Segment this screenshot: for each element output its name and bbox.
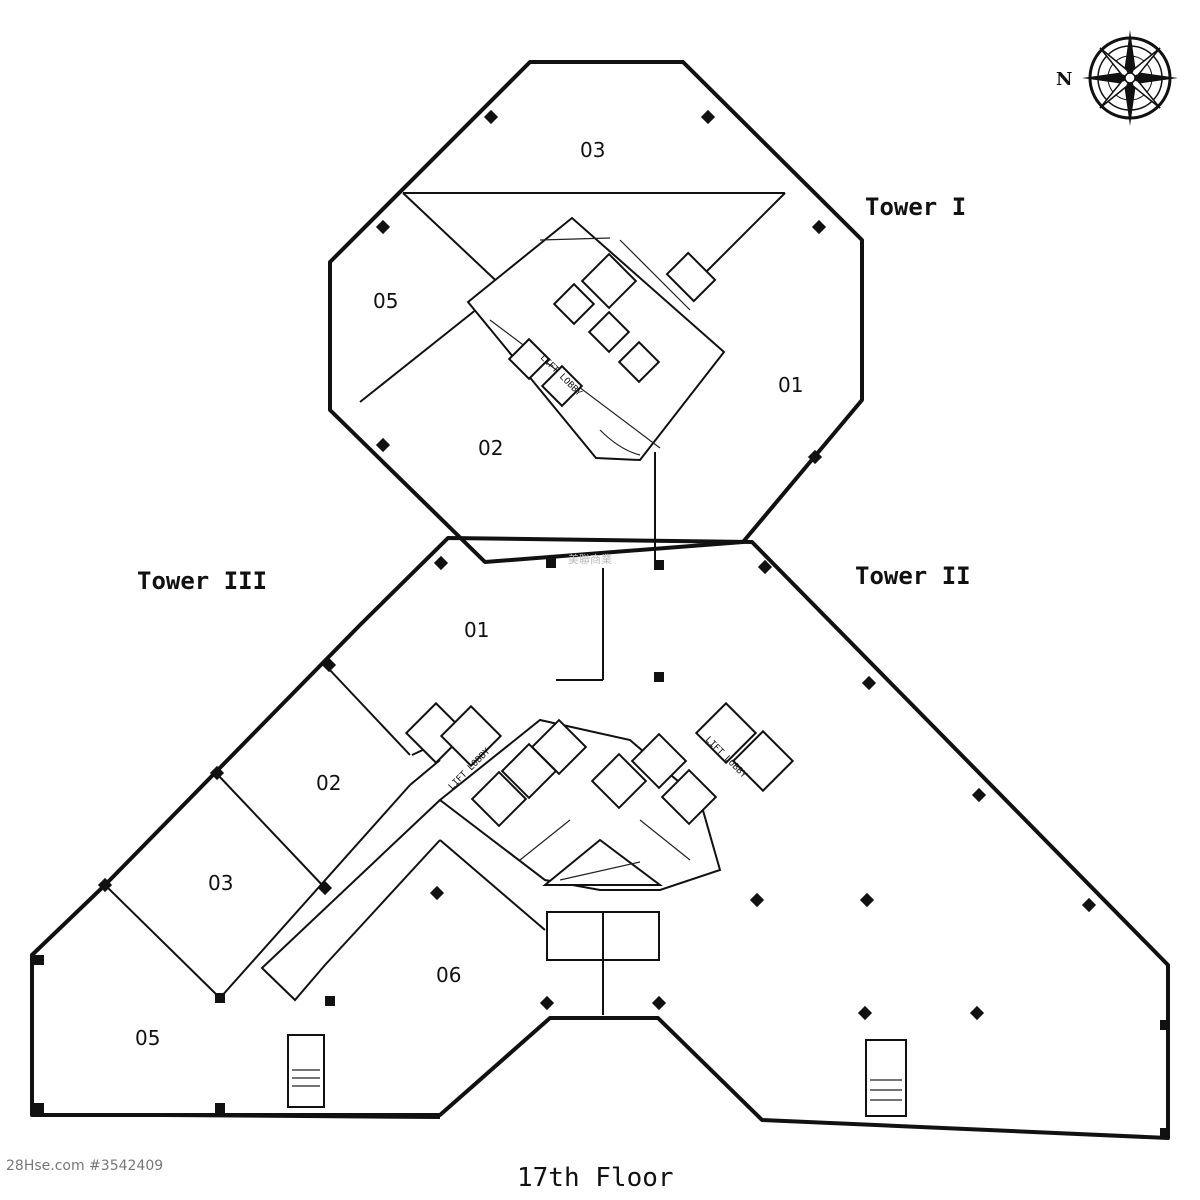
lower-unit-03: 03 [208, 871, 233, 895]
compass-rose-icon [1082, 30, 1178, 126]
lower-floor-partitions [104, 568, 604, 1015]
tower-ii-label: Tower II [855, 562, 971, 590]
image-credit: 28Hse.com #3542409 [6, 1158, 163, 1174]
tower-i-core: LIFT LOBBY [466, 216, 726, 462]
tower-i-unit-05: 05 [373, 289, 398, 313]
stairs [287, 1034, 907, 1117]
lower-unit-02: 02 [316, 771, 341, 795]
lower-unit-06: 06 [436, 963, 461, 987]
lower-columns [34, 555, 1170, 1138]
tower-i-label: Tower I [865, 193, 966, 221]
compass-north-label: N [1056, 69, 1072, 90]
tower-i-unit-02: 02 [478, 436, 503, 460]
tower-iii-label: Tower III [137, 567, 267, 595]
lower-core: LIFT LOBBY LIFT LOBBY [404, 701, 795, 961]
floor-label: 17th Floor [517, 1163, 674, 1193]
watermark: 美聯商業 [568, 552, 612, 566]
lower-unit-05: 05 [135, 1026, 160, 1050]
lower-unit-01: 01 [464, 618, 489, 642]
tower-i-partitions [359, 192, 786, 565]
tower-i-unit-03: 03 [580, 138, 605, 162]
tower-i-columns [375, 109, 827, 570]
tower-i-unit-01: 01 [778, 373, 803, 397]
